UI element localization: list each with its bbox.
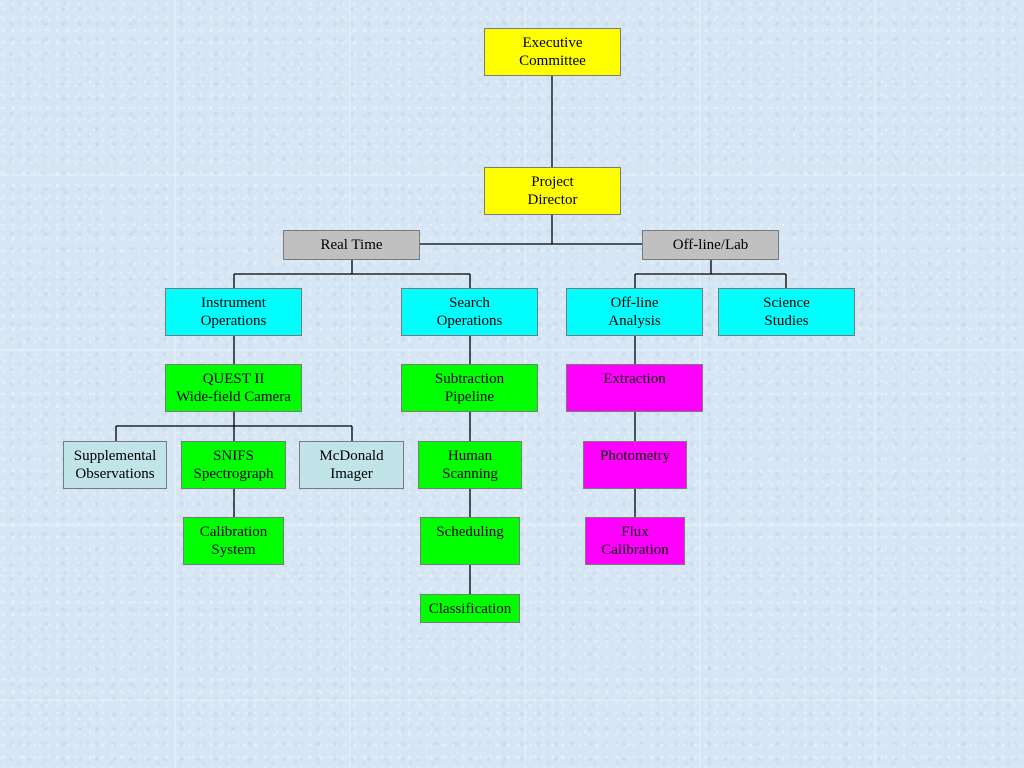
node-mcdonald-imager: McDonald Imager xyxy=(299,441,404,489)
connector-realtime-to-children xyxy=(233,260,471,288)
node-offline-lab: Off-line/Lab xyxy=(642,230,779,260)
node-classification: Classification xyxy=(420,594,520,623)
node-quest-camera: QUEST II Wide-field Camera xyxy=(165,364,302,412)
node-project-director: Project Director xyxy=(484,167,621,215)
node-real-time: Real Time xyxy=(283,230,420,260)
node-offline-analysis: Off-line Analysis xyxy=(566,288,703,336)
node-science-studies: Science Studies xyxy=(718,288,855,336)
node-instrument-operations: Instrument Operations xyxy=(165,288,302,336)
connector-director-to-branches xyxy=(420,215,642,245)
node-executive-committee: Executive Committee xyxy=(484,28,621,76)
connector-offline-to-children xyxy=(634,260,787,288)
node-extraction: Extraction xyxy=(566,364,703,412)
connector-quest-to-instruments xyxy=(115,412,353,441)
node-subtraction-pipeline: Subtraction Pipeline xyxy=(401,364,538,412)
node-supplemental-observations: Supplemental Observations xyxy=(63,441,167,489)
node-search-operations: Search Operations xyxy=(401,288,538,336)
node-human-scanning: Human Scanning xyxy=(418,441,522,489)
node-photometry: Photometry xyxy=(583,441,687,489)
node-snifs-spectrograph: SNIFS Spectrograph xyxy=(181,441,286,489)
node-scheduling: Scheduling xyxy=(420,517,520,565)
node-flux-calibration: Flux Calibration xyxy=(585,517,685,565)
node-calibration-system: Calibration System xyxy=(183,517,284,565)
